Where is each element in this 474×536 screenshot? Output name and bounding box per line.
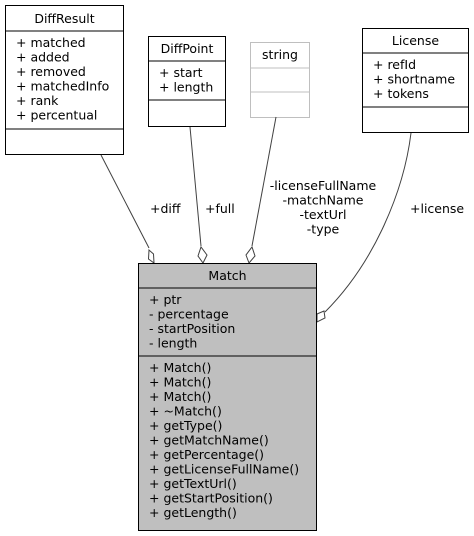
- diamond-license: [316, 310, 326, 323]
- attr-rank: + rank: [16, 93, 59, 108]
- class-diffresult[interactable]: DiffResult + matched + added + removed +…: [5, 5, 124, 155]
- class-license[interactable]: License + refId + shortname + tokens: [362, 28, 469, 133]
- class-diffresult-name: DiffResult: [34, 11, 94, 26]
- edge-license: [324, 132, 412, 313]
- label-license-full-name: -licenseFullName: [270, 178, 377, 193]
- attr-matched: + matched: [16, 35, 86, 50]
- diamond-full: [197, 245, 208, 264]
- attr-shortname: + shortname: [373, 72, 455, 87]
- attr-start: + start: [159, 65, 203, 80]
- attr-added: + added: [16, 50, 70, 65]
- attr-tokens: + tokens: [373, 86, 429, 101]
- edges: [100, 116, 412, 313]
- class-string[interactable]: string: [250, 42, 310, 118]
- edge-string: [251, 116, 277, 247]
- class-string-name: string: [262, 47, 298, 62]
- edge-diff: [100, 154, 150, 249]
- attr-matchedinfo: + matchedInfo: [16, 79, 109, 94]
- edge-full: [189, 126, 202, 247]
- method-get-license-full-name: + getLicenseFullName(): [149, 462, 299, 477]
- attr-percentual: + percentual: [16, 108, 97, 123]
- method-get-type: + getType(): [149, 418, 222, 433]
- label-match-name: -matchName: [283, 193, 364, 208]
- method-get-length: + getLength(): [149, 505, 237, 520]
- attr-refid: + refId: [373, 57, 416, 72]
- method-ctor-1: + Match(): [149, 360, 211, 375]
- label-text-url: -textUrl: [300, 207, 347, 222]
- label-full: +full: [205, 201, 235, 216]
- method-ctor-2: + Match(): [149, 375, 211, 390]
- method-get-text-url: + getTextUrl(): [149, 476, 237, 491]
- method-ctor-3: + Match(): [149, 389, 211, 404]
- attr-percentage: - percentage: [149, 307, 229, 322]
- diamond-diff: [147, 248, 155, 265]
- attr-ptr: + ptr: [149, 292, 182, 307]
- attr-removed: + removed: [16, 64, 86, 79]
- attr-start-position: - startPosition: [149, 321, 235, 336]
- class-diffpoint-name: DiffPoint: [161, 41, 214, 56]
- class-match[interactable]: Match + ptr - percentage - startPosition…: [138, 263, 317, 531]
- label-license: +license: [410, 201, 464, 216]
- attr-match-length: - length: [149, 336, 197, 351]
- method-dtor: + ~Match(): [149, 404, 222, 419]
- method-get-start-position: + getStartPosition(): [149, 491, 273, 506]
- method-get-percentage: + getPercentage(): [149, 447, 264, 462]
- attr-length: + length: [159, 80, 213, 95]
- label-diff: +diff: [150, 201, 181, 216]
- diamond-string: [245, 245, 256, 264]
- method-get-match-name: + getMatchName(): [149, 433, 269, 448]
- label-type: -type: [307, 222, 340, 237]
- class-match-name: Match: [208, 268, 246, 283]
- class-diffpoint[interactable]: DiffPoint + start + length: [148, 36, 226, 127]
- class-license-name: License: [392, 33, 439, 48]
